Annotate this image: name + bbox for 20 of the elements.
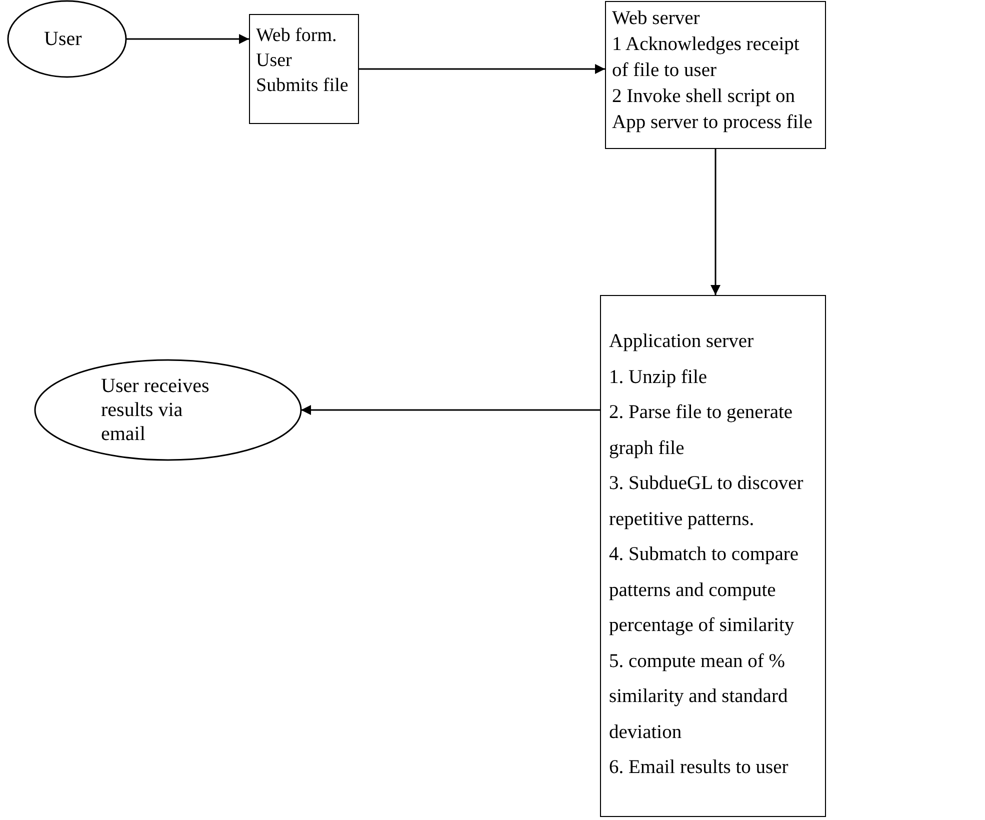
step-text: 2. Parse file to generate graph file: [609, 401, 794, 460]
box-heading: Application server: [609, 330, 755, 354]
step-text: 5. compute mean of % similarity and standard deviation: [609, 650, 789, 744]
process-box: [600, 295, 826, 817]
step-text: 4. Submatch to compare patterns and compute percentage of similarity: [609, 543, 800, 638]
box-heading: Web server: [612, 7, 701, 31]
step-text: 3. SubdueGL to discover repetitive patterns.: [609, 472, 804, 532]
process-box: [605, 1, 826, 149]
arrow: [710, 149, 720, 295]
step-text: 1 Acknowledges receipt of file to user: [612, 33, 800, 83]
node-label: User receives results via email: [101, 374, 210, 446]
node-label: Web form. User Submits file: [256, 24, 350, 98]
step-text: 2 Invoke shell script on App server to process file: [612, 85, 814, 135]
arrow: [126, 34, 249, 44]
node-label: User: [44, 27, 83, 51]
step-text: 1. Unzip file: [609, 366, 708, 390]
process-box: [249, 14, 359, 124]
step-text: 6. Email results to user: [609, 756, 790, 780]
arrow: [301, 405, 600, 415]
arrow: [359, 64, 605, 74]
